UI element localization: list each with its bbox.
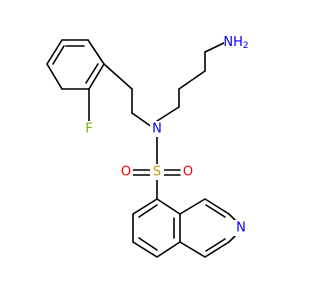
atom-fluorine: F: [85, 122, 92, 137]
bond: [179, 241, 206, 258]
bond: [204, 198, 230, 215]
bond: [204, 41, 227, 53]
bond: [88, 63, 105, 90]
bond: [132, 198, 158, 215]
atom-labels: NH2 N S O O F N: [82, 34, 254, 236]
bond: [156, 241, 181, 258]
bond: [46, 63, 63, 90]
molecule-diagram: NH2 N S O O F N: [46, 34, 254, 258]
atom-n-amine: N: [152, 122, 162, 137]
atom-oxygen-right: O: [183, 165, 193, 180]
bond: [204, 241, 230, 258]
bond: [52, 45, 65, 65]
bond: [87, 39, 105, 65]
atom-nh2: NH2: [223, 35, 248, 52]
bond: [131, 112, 153, 128]
bond: [156, 106, 180, 122]
bond: [103, 63, 133, 90]
bond: [138, 204, 158, 218]
bond: [178, 70, 206, 90]
atom-sulfur: S: [153, 165, 161, 180]
bond: [205, 204, 226, 218]
bond: [179, 198, 206, 215]
bond: [132, 241, 158, 258]
atom-oxygen-left: O: [121, 165, 131, 180]
bond: [46, 39, 63, 65]
bond: [205, 238, 226, 252]
bond: [156, 198, 181, 215]
bond: [85, 63, 99, 84]
bond: [138, 237, 158, 251]
bonds: [46, 39, 238, 258]
atom-n-ring: N: [236, 221, 246, 236]
